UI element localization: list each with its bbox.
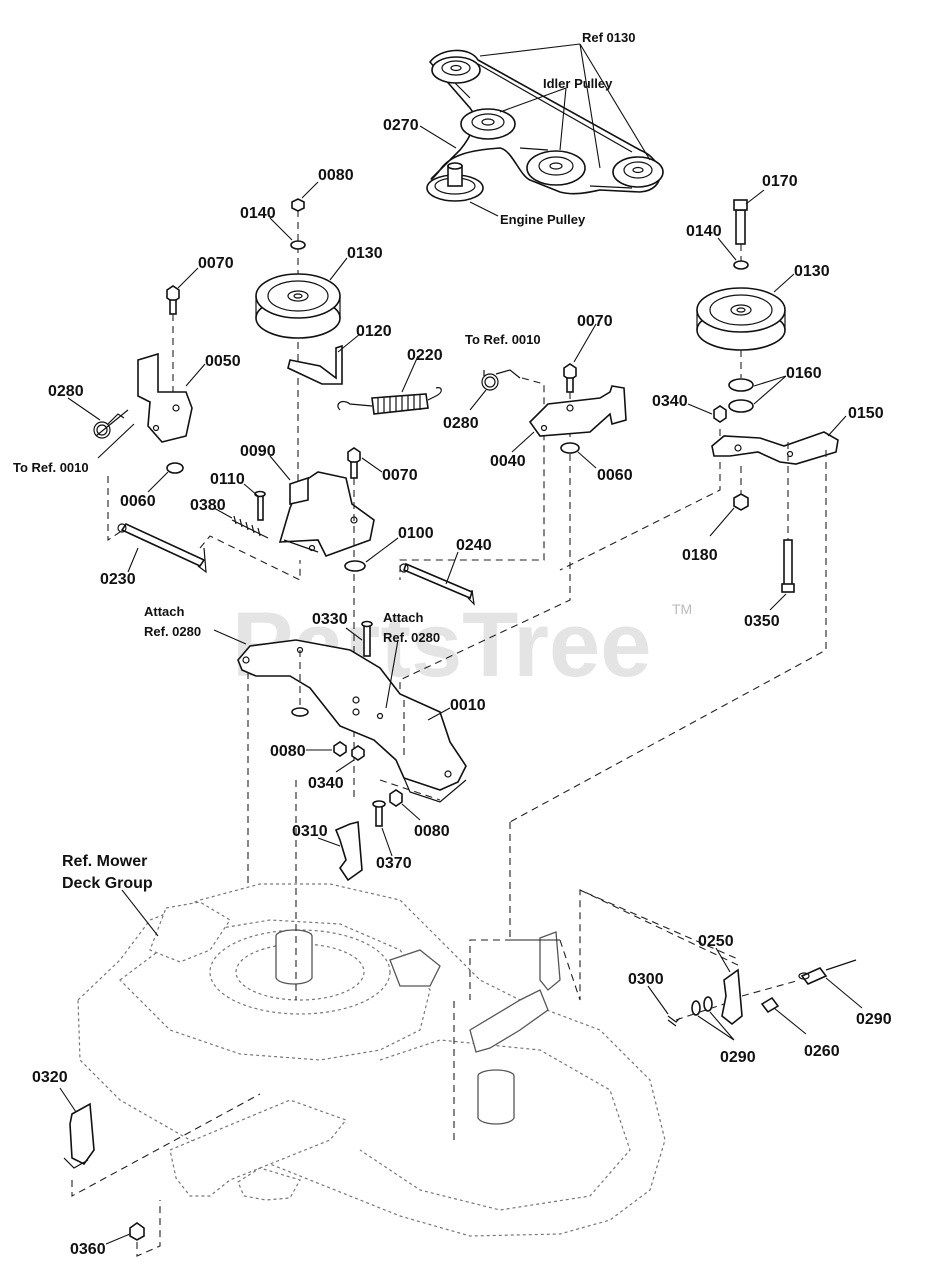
label-to-ref-0010-left: To Ref. 0010 bbox=[13, 460, 89, 475]
label-0070-mid: 0070 bbox=[382, 467, 418, 484]
idler-arm-0090 bbox=[278, 471, 375, 557]
label-0320: 0320 bbox=[32, 1069, 68, 1086]
label-0180: 0180 bbox=[682, 547, 718, 564]
label-0340-right: 0340 bbox=[652, 393, 688, 410]
label-to-ref-0010-right: To Ref. 0010 bbox=[465, 332, 541, 347]
label-ref-0130: Ref 0130 bbox=[582, 30, 635, 45]
label-0080-top: 0080 bbox=[318, 167, 354, 184]
label-attach-left-2: Ref. 0280 bbox=[144, 624, 201, 639]
label-0130-right: 0130 bbox=[794, 263, 830, 280]
label-0170: 0170 bbox=[762, 173, 798, 190]
label-attach-right-1: Attach bbox=[383, 610, 424, 625]
label-0040: 0040 bbox=[490, 453, 526, 470]
label-0280-right: 0280 bbox=[443, 415, 479, 432]
label-0220: 0220 bbox=[407, 347, 443, 364]
belt-leaders bbox=[419, 43, 651, 217]
label-0280-left: 0280 bbox=[48, 383, 84, 400]
label-0120: 0120 bbox=[356, 323, 392, 340]
bolt-0070-left bbox=[166, 285, 180, 315]
label-attach-left-1: Attach bbox=[144, 604, 185, 619]
label-0310: 0310 bbox=[292, 823, 328, 840]
label-0070-left: 0070 bbox=[198, 255, 234, 272]
label-0110: 0110 bbox=[210, 471, 245, 488]
label-0370: 0370 bbox=[376, 855, 412, 872]
bolt-0110 bbox=[254, 490, 266, 521]
label-0070-right: 0070 bbox=[577, 313, 613, 330]
label-0230: 0230 bbox=[100, 571, 136, 588]
label-0350: 0350 bbox=[744, 613, 780, 630]
label-0360: 0360 bbox=[70, 1241, 106, 1258]
label-0140-right: 0140 bbox=[686, 223, 722, 240]
label-ref-mower-2: Deck Group bbox=[62, 875, 153, 892]
label-0010: 0010 bbox=[450, 697, 486, 714]
label-0380: 0380 bbox=[190, 497, 226, 514]
label-0080-mid: 0080 bbox=[270, 743, 306, 760]
watermark-trademark: TM bbox=[672, 601, 692, 617]
label-idler-pulley: Idler Pulley bbox=[543, 76, 613, 91]
label-0140-left: 0140 bbox=[240, 205, 276, 222]
label-0130-left: 0130 bbox=[347, 245, 383, 262]
belt-assembly bbox=[426, 49, 664, 202]
mower-deck bbox=[77, 883, 666, 1237]
label-0060-right: 0060 bbox=[597, 467, 633, 484]
label-0250: 0250 bbox=[698, 933, 734, 950]
label-engine-pulley: Engine Pulley bbox=[500, 212, 586, 227]
bolt-0070-mid bbox=[347, 447, 361, 479]
bracket-0010 bbox=[237, 639, 467, 803]
label-ref-mower-1: Ref. Mower bbox=[62, 853, 147, 870]
right-pulley-stack bbox=[696, 199, 786, 423]
label-0330: 0330 bbox=[312, 611, 348, 628]
label-0260: 0260 bbox=[804, 1043, 840, 1060]
label-0060-left: 0060 bbox=[120, 493, 156, 510]
label-0290-low: 0290 bbox=[720, 1049, 756, 1066]
bolt-0070-right bbox=[563, 363, 577, 393]
label-0080-low: 0080 bbox=[414, 823, 450, 840]
lower-right-parts bbox=[667, 959, 857, 1027]
label-0290-right: 0290 bbox=[856, 1011, 892, 1028]
label-0160: 0160 bbox=[786, 365, 822, 382]
left-pulley-stack bbox=[255, 198, 341, 540]
label-0150: 0150 bbox=[848, 405, 884, 422]
label-0340-mid: 0340 bbox=[308, 775, 344, 792]
label-attach-right-2: Ref. 0280 bbox=[383, 630, 440, 645]
label-0300: 0300 bbox=[628, 971, 664, 988]
label-0050: 0050 bbox=[205, 353, 241, 370]
rod-0240 bbox=[399, 562, 475, 606]
spring-0280-right bbox=[481, 369, 521, 391]
spring-0280-left bbox=[93, 409, 129, 439]
label-0090: 0090 bbox=[240, 443, 276, 460]
label-0240: 0240 bbox=[456, 537, 492, 554]
label-0270: 0270 bbox=[383, 117, 419, 134]
rod-0230 bbox=[117, 522, 207, 574]
label-0100: 0100 bbox=[398, 525, 434, 542]
spring-0220 bbox=[337, 387, 442, 415]
